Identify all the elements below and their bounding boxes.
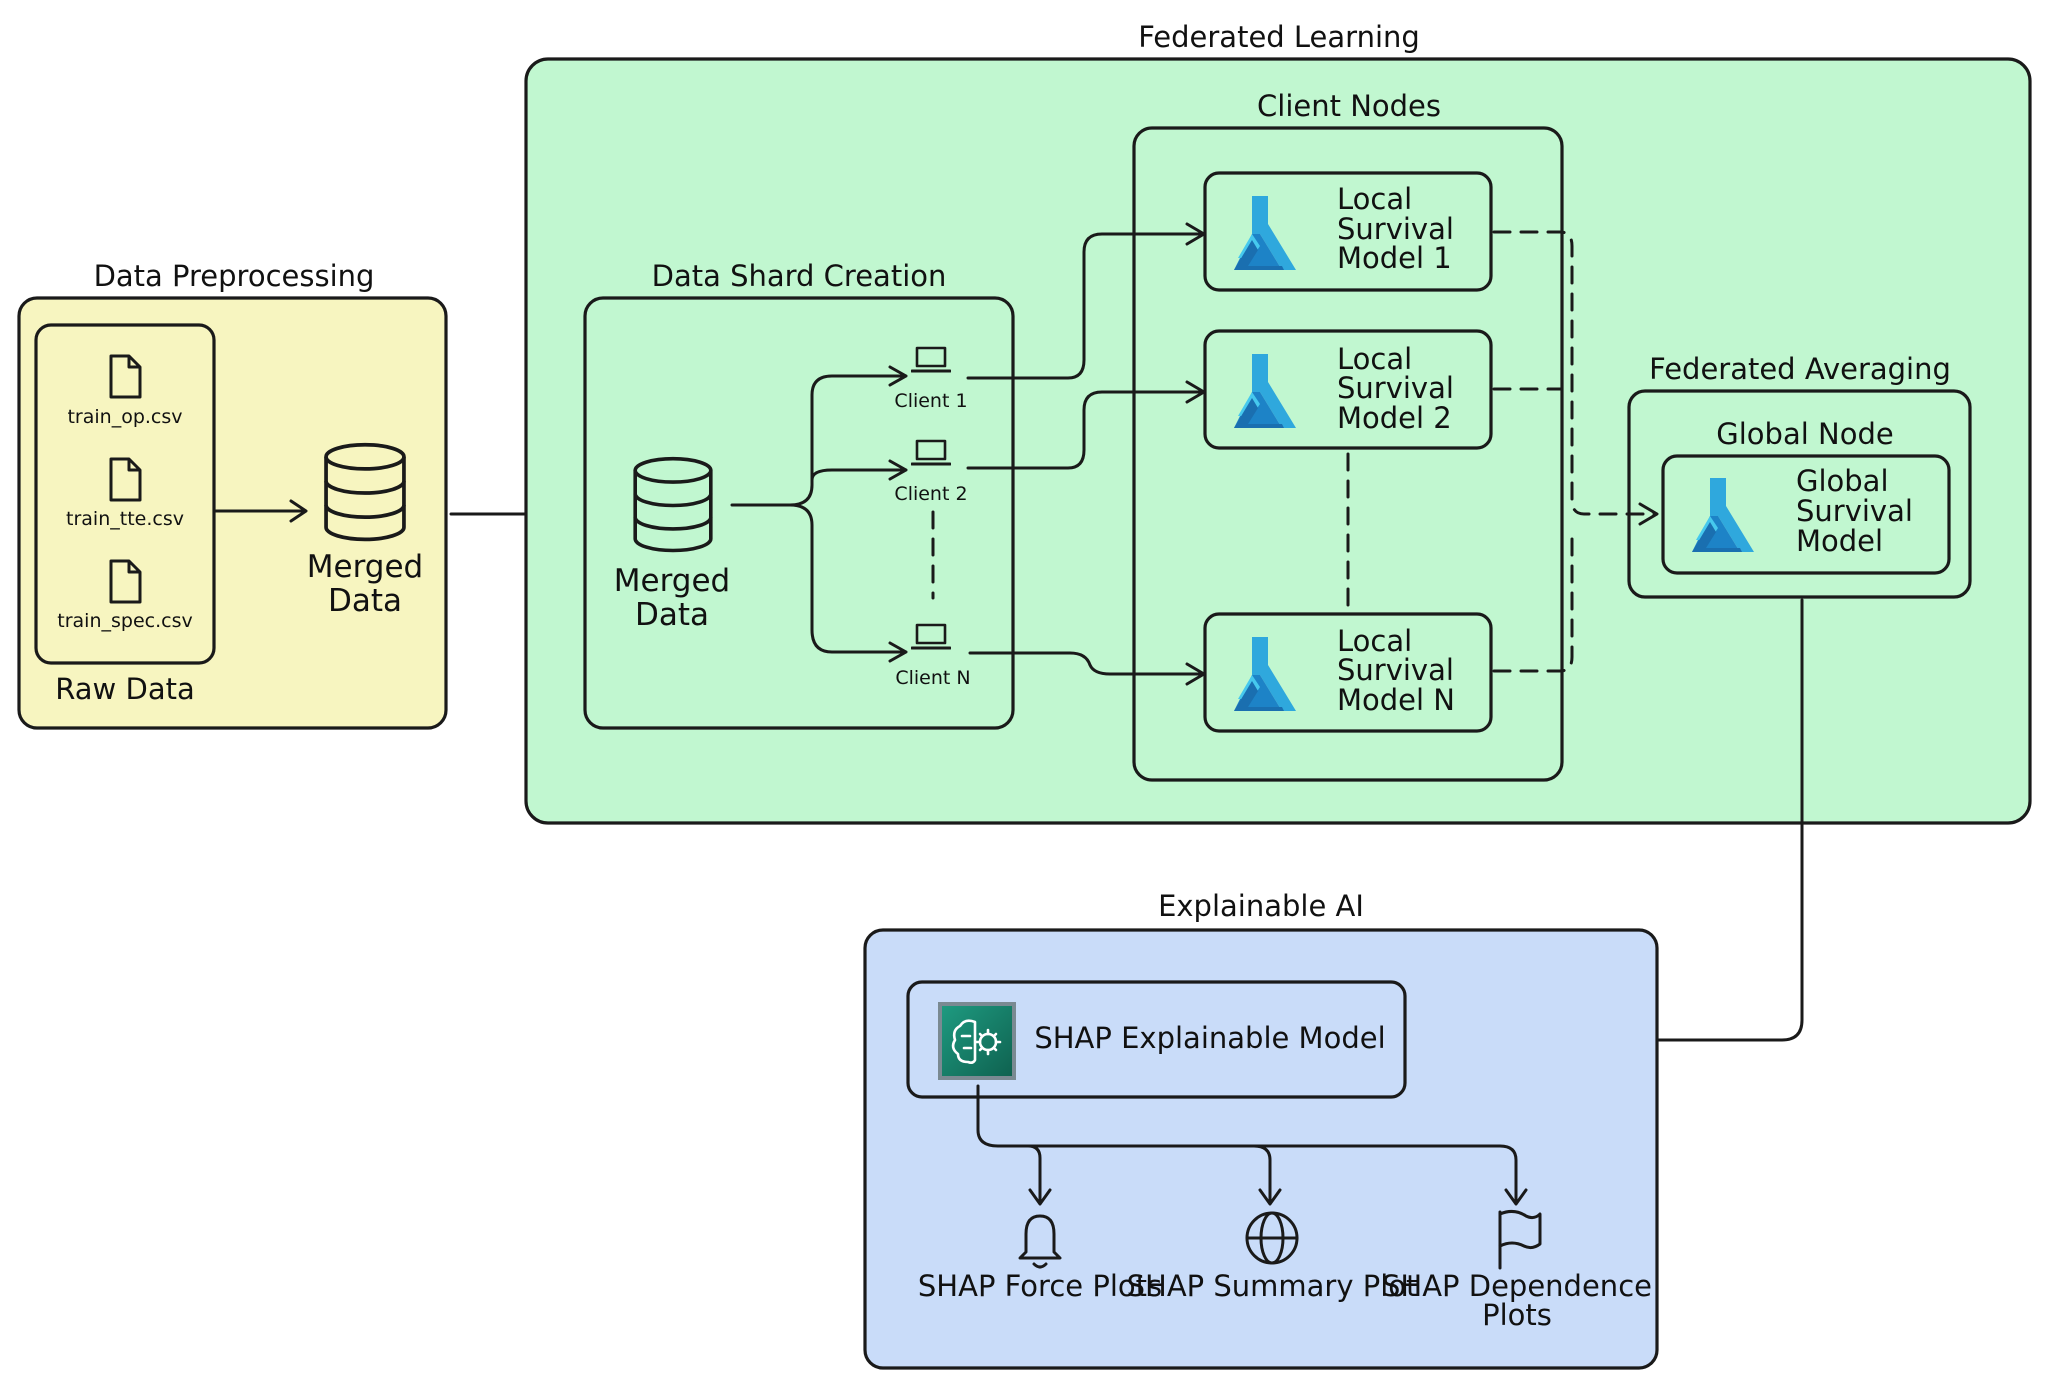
model-aggregation-connector	[1492, 230, 1658, 673]
global-model-label-line: Survival	[1796, 494, 1913, 528]
local-model-label-line: Model 2	[1337, 401, 1452, 435]
merged-data-label-line1: Merged	[307, 549, 423, 585]
shap-model-label: SHAP Explainable Model	[1034, 1021, 1385, 1055]
data-shard-title: Data Shard Creation	[652, 259, 947, 293]
raw-data-panel	[34, 323, 216, 665]
explainable-ai-panel	[863, 928, 1659, 1370]
shap-outputs-connector	[976, 1084, 1528, 1206]
local-model-label-line: Model N	[1337, 683, 1455, 717]
merged-data-label-line2: Data	[328, 583, 402, 619]
data-preprocessing-panel	[17, 296, 448, 730]
aggregation-arrowhead	[1638, 502, 1659, 526]
raw-data-label: Raw Data	[55, 672, 194, 706]
local-model-label-line: Survival	[1337, 653, 1454, 687]
shap-output-label-line2: Plots	[1482, 1298, 1552, 1332]
local-model-label-line: Survival	[1337, 212, 1454, 246]
local-model-label-line: Model 1	[1337, 241, 1452, 275]
file-name: train_op.csv	[67, 406, 182, 428]
shard-merged-label-line1: Merged	[614, 563, 730, 599]
client-nodes-panel	[1132, 126, 1564, 782]
client-nodes-title: Client Nodes	[1257, 89, 1441, 123]
shard-merged-label-line2: Data	[635, 597, 709, 633]
local-model-card	[1203, 171, 1493, 292]
flag-icon	[1498, 1209, 1542, 1270]
global-node-title: Global Node	[1716, 417, 1893, 451]
bell-icon	[1018, 1214, 1062, 1269]
client-label: Client 1	[894, 390, 967, 412]
file-name: train_tte.csv	[66, 508, 184, 530]
local-model-label-line: Survival	[1337, 371, 1454, 405]
shap-output-label: SHAP Summary Plot	[1127, 1269, 1418, 1303]
shap-output-label: SHAP Dependence	[1382, 1269, 1652, 1303]
data-preprocessing-title: Data Preprocessing	[94, 259, 375, 293]
local-model-label-line: Local	[1337, 182, 1412, 216]
federated-learning-panel	[524, 57, 2032, 825]
federated-averaging-title: Federated Averaging	[1649, 352, 1951, 386]
globe-icon	[1245, 1211, 1299, 1265]
federated-learning-title: Federated Learning	[1138, 20, 1420, 54]
raw-to-merged-arrow	[214, 499, 308, 523]
global-model-card	[1661, 454, 1951, 575]
brain-glyph	[951, 1019, 1002, 1064]
file-name: train_spec.csv	[57, 610, 192, 632]
local-model-card	[1203, 329, 1493, 450]
data-shard-panel	[583, 296, 1015, 730]
local-model-card	[1203, 612, 1493, 733]
explainable-ai-group: Explainable AI SHAP Explainable Model SH…	[863, 889, 1659, 1370]
federated-averaging-panel	[1627, 389, 1972, 599]
shap-output-label: SHAP Force Plots	[918, 1269, 1162, 1303]
local-model-label-line: Local	[1337, 342, 1412, 376]
client-label: Client 2	[894, 483, 967, 505]
local-model-label-line: Local	[1337, 624, 1412, 658]
explainable-ai-title: Explainable AI	[1158, 889, 1364, 923]
client-label: Client N	[895, 667, 970, 689]
data-preprocessing-group: Data Preprocessing train_op.csv train_tt…	[17, 259, 448, 730]
federated-learning-group: Federated Learning Data Shard Creation M…	[524, 20, 2032, 825]
shard-fanout-connector	[730, 365, 908, 663]
global-model-label-line: Model	[1796, 524, 1883, 558]
global-model-label-line: Global	[1796, 464, 1889, 498]
shap-model-card	[906, 980, 1407, 1099]
